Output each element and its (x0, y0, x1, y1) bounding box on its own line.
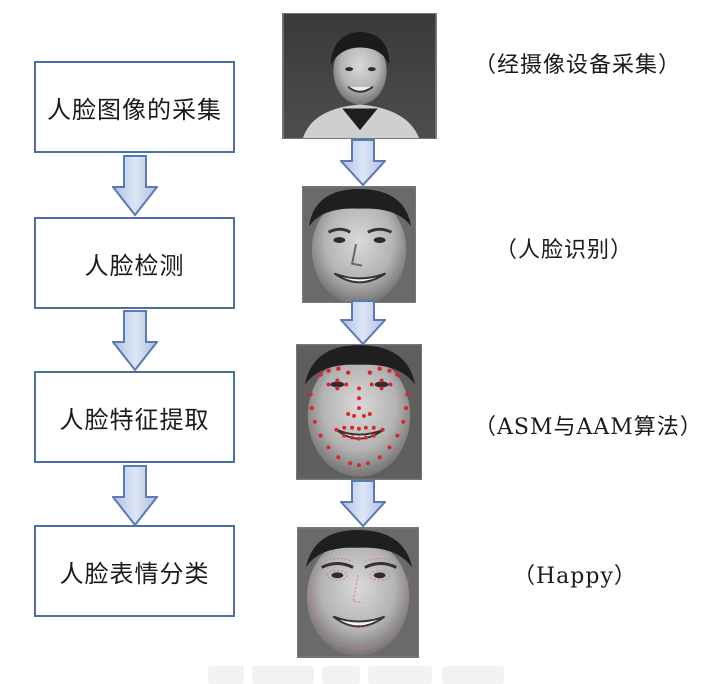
caption-happy: （Happy） (513, 564, 637, 589)
caption-capture-device: （经摄像设备采集） (474, 53, 682, 78)
bottom-toolbar-segment (442, 666, 504, 684)
step-label: 人脸特征提取 (59, 405, 210, 434)
down-arrow-icon (112, 465, 158, 527)
bottom-toolbar-segment (252, 666, 314, 684)
step-label: 人脸表情分类 (59, 559, 210, 588)
down-arrow-icon (340, 300, 386, 346)
caption-asm-aam: （ASM与AAM算法） (474, 415, 703, 440)
step-box-expression-classification: 人脸表情分类 (34, 525, 235, 617)
caption-face-recognition: （人脸识别） (495, 238, 634, 263)
down-arrow-icon (340, 139, 386, 187)
bottom-toolbar-segment (208, 666, 244, 684)
bottom-toolbar-segment (322, 666, 360, 684)
down-arrow-icon (112, 310, 158, 372)
full-photo-image (282, 13, 437, 139)
down-arrow-icon (112, 155, 158, 217)
down-arrow-icon (340, 480, 386, 528)
step-box-face-detection: 人脸检测 (34, 217, 235, 309)
step-label: 人脸检测 (84, 251, 185, 280)
step-label: 人脸图像的采集 (47, 95, 222, 124)
bottom-toolbar-segment (368, 666, 432, 684)
detected-face-image (302, 186, 416, 303)
landmark-face-image (296, 344, 422, 480)
classified-face-image (297, 527, 419, 658)
step-box-image-capture: 人脸图像的采集 (34, 61, 235, 153)
step-box-feature-extraction: 人脸特征提取 (34, 371, 235, 463)
